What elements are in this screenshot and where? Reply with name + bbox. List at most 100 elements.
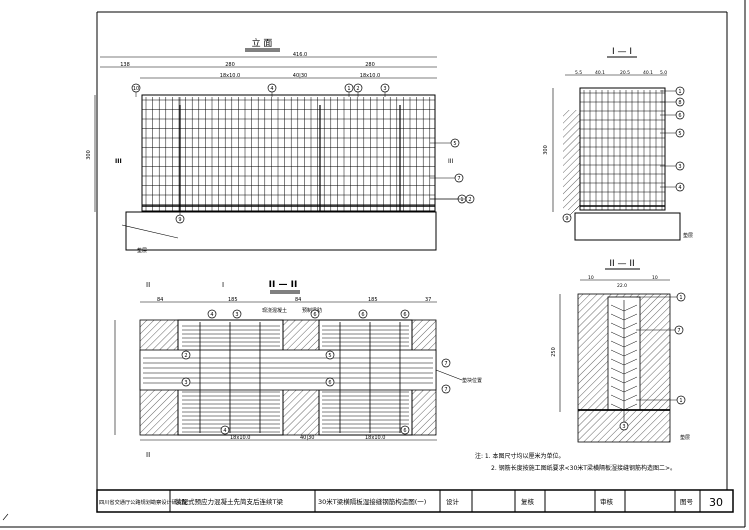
callout-circle <box>358 309 368 319</box>
dim: 40.1 <box>643 70 653 76</box>
institute-name: 四川省交通厅公路规划勘察设计研究院 <box>99 498 188 506</box>
section-mark: II <box>146 281 150 289</box>
note-2: 2. 钢筋长度按施工图纸要求<30米T梁横隔板湿接缝钢筋构造图二>。 <box>491 464 676 472</box>
callout-number: 1 <box>347 86 350 92</box>
rebar-line <box>623 331 638 339</box>
rebar-line <box>623 340 638 348</box>
project-name: 装配式预应力混凝土先简支后连续T梁 <box>175 497 283 506</box>
callout-circle <box>675 86 685 96</box>
callout-number: 9 <box>178 217 181 223</box>
dim: 84 <box>295 297 301 303</box>
dim-spacing: 40|30 <box>293 73 307 79</box>
dim: 40.1 <box>595 70 605 76</box>
rebar-line <box>623 367 638 375</box>
callout-number: 7 <box>457 176 460 182</box>
notes: 注: 1. 本图尺寸均以厘米为单位。 2. 钢筋长度按施工图纸要求<30米T梁横… <box>475 452 676 472</box>
callout-number: 1 <box>460 197 463 203</box>
callout-number: 1 <box>678 89 681 95</box>
callout-circle <box>465 194 475 204</box>
rebar-line <box>610 376 625 384</box>
rebar-line <box>623 322 638 330</box>
callout-circle <box>675 182 685 192</box>
callout-circle <box>310 309 320 319</box>
section-2-title: II — II <box>609 259 634 269</box>
callout-circle <box>380 83 390 93</box>
callout-number: 7 <box>444 387 447 393</box>
dim: 18x10.0 <box>230 435 250 441</box>
title-block: 四川省交通厅公路规划勘察设计研究院 装配式预应力混凝土先简支后连续T梁 30米T… <box>96 489 734 513</box>
ground-label: 垫层 <box>683 232 693 239</box>
callout-circle <box>181 350 191 360</box>
label-bearing: 垫块位置 <box>462 377 482 384</box>
callout-circle <box>181 377 191 387</box>
dim-spacing: 18x10.0 <box>220 73 240 79</box>
rebar-line <box>610 331 625 339</box>
dim: 22.0 <box>617 283 627 289</box>
rebar-line <box>623 394 638 402</box>
section-mark: I <box>222 281 224 289</box>
callout-number: 3 <box>678 164 681 170</box>
callout-circle <box>454 173 464 183</box>
callout-number: 2 <box>468 197 471 203</box>
dim: 10 <box>652 275 658 281</box>
rebar-line <box>610 385 625 393</box>
callout-number: 6 <box>313 312 316 318</box>
callout-circle <box>207 309 217 319</box>
callout-number: 4 <box>678 185 681 191</box>
section-mark-right: III <box>448 158 454 165</box>
rebar-line <box>610 403 625 411</box>
dim: 84 <box>157 297 163 303</box>
callout-number: 3 <box>383 86 386 92</box>
callout-number: 6 <box>403 312 406 318</box>
callout-number: 3 <box>622 424 625 430</box>
elevation-title: 立 面 <box>252 37 273 49</box>
drawing-number: 30 <box>709 496 723 509</box>
rebar-line <box>610 358 625 366</box>
callout-number: 9 <box>565 216 568 222</box>
callout-number: 1 <box>679 295 682 301</box>
callout-circle <box>676 395 686 405</box>
section-mark: II <box>146 451 150 459</box>
callout-circle <box>175 214 185 224</box>
callout-circle <box>353 83 363 93</box>
callout-circle <box>619 421 629 431</box>
dim: 185 <box>368 297 378 303</box>
callout-circle <box>674 325 684 335</box>
label-beam: 预制梁肋 <box>302 307 322 314</box>
check-label: 复核 <box>521 497 535 506</box>
callout-circle <box>450 138 460 148</box>
callout-circle <box>325 350 335 360</box>
callout-number: 6 <box>678 113 681 119</box>
callout-circle <box>344 83 354 93</box>
rebar-line <box>623 304 638 312</box>
dim-mid: 280 <box>225 62 235 68</box>
callout-circle <box>220 425 230 435</box>
callout-number: 6 <box>403 428 406 434</box>
callout-number: 4 <box>210 312 213 318</box>
rebar-line <box>610 313 625 321</box>
dim-spacing: 18x10.0 <box>360 73 380 79</box>
callout-circle <box>441 384 451 394</box>
dim: 40|30 <box>300 435 314 441</box>
callout-circle <box>675 97 685 107</box>
callout-number: 3 <box>184 380 187 386</box>
callout-number: 7 <box>444 361 447 367</box>
callout-circle <box>675 128 685 138</box>
callout-number: 7 <box>677 328 680 334</box>
callout-circle <box>325 377 335 387</box>
callout-circle <box>441 358 451 368</box>
callout-number: 4 <box>270 86 273 92</box>
ground-label: 垫层 <box>680 434 690 441</box>
callout-number: 6 <box>328 380 331 386</box>
rebar-line <box>623 385 638 393</box>
label-concrete: 现浇混凝土 <box>262 307 287 314</box>
callout-circle <box>400 309 410 319</box>
callout-number: 2 <box>184 353 187 359</box>
callout-number: 3 <box>235 312 238 318</box>
dim-height: 300 <box>543 145 549 155</box>
note-1: 注: 1. 本图尺寸均以厘米为单位。 <box>475 452 565 460</box>
rebar-line <box>610 322 625 330</box>
callout-number: 5 <box>678 131 681 137</box>
dim-left: 138 <box>120 62 130 68</box>
